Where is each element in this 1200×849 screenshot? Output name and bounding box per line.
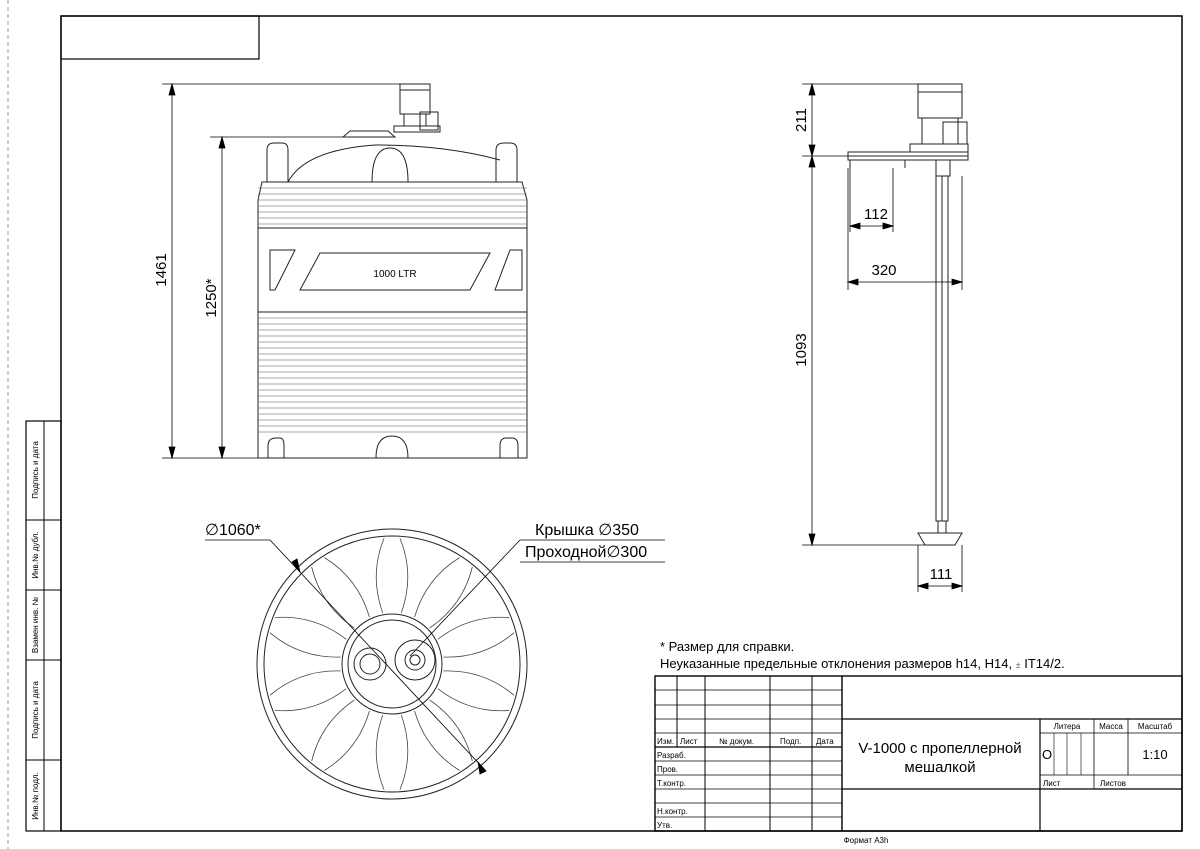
dim-diameter: ∅1060* [205, 522, 261, 539]
strip-label-sign-date-2: Подпись и дата [31, 681, 40, 739]
tb-title-line2: мешалкой [904, 759, 975, 776]
dim-motor-height: 211 [793, 108, 810, 132]
sheet-format: Формат A3h [844, 836, 889, 845]
note-reference: * Размер для справки. [660, 639, 794, 654]
dim-total-height: 1461 [153, 253, 170, 286]
tb-row-norm-control: Н.контр. [657, 807, 688, 816]
tb-row-checked: Пров. [657, 765, 678, 774]
lid-opening [353, 647, 387, 681]
tb-col-list: Лист [680, 737, 698, 746]
side-strip: Подпись и дата Инв.№ дубл. Взамен инв. №… [25, 420, 62, 832]
strip-label-sign-date: Подпись и дата [31, 441, 40, 499]
mixer-flange [847, 151, 969, 161]
tb-row-approved: Утв. [657, 821, 672, 830]
tb-mass-header: Масса [1099, 722, 1123, 731]
tb-col-date: Дата [816, 737, 834, 746]
strip-label-orig-inv: Инв.№ подл. [31, 772, 40, 820]
neck-circle [341, 613, 443, 715]
top-dimensions [205, 539, 665, 775]
tank-volume-label: 1000 LTR [373, 269, 416, 280]
tb-scale-value: 1:10 [1142, 747, 1167, 762]
strip-label-dup-inv: Инв.№ дубл. [31, 531, 40, 578]
passage-opening [394, 639, 436, 681]
mixer-propeller [917, 532, 963, 546]
tb-sheet-label: Лист [1043, 779, 1061, 788]
motor-junction-box [419, 111, 439, 131]
tb-title-line1: V-1000 с пропеллерной [858, 740, 1021, 757]
tank-body [257, 181, 528, 459]
tb-col-izm: Изм. [657, 737, 674, 746]
tb-row-tech-control: Т.контр. [657, 779, 686, 788]
motor-body [399, 83, 431, 115]
mixer-motor [917, 83, 963, 119]
tb-col-doc: № докум. [719, 737, 754, 746]
strip-label-replace-inv: Взамен инв. № [31, 596, 40, 653]
tb-scale-header: Масштаб [1138, 722, 1173, 731]
label-plate [299, 252, 491, 291]
note-tolerances: Неуказанные предельные отклонения размер… [660, 656, 1065, 671]
motor-gearbox [403, 113, 427, 127]
dim-flange: 112 [864, 206, 888, 223]
top-view [256, 528, 528, 800]
dim-propeller: 111 [930, 566, 953, 583]
front-dimensions [162, 82, 400, 460]
tb-litera-value: O [1042, 747, 1052, 762]
drawing-frame [60, 15, 1183, 832]
dim-tank-height: 1250* [203, 278, 220, 317]
dim-shaft-length: 1093 [793, 333, 810, 366]
label-band [257, 227, 528, 313]
mixer-terminal-box [942, 121, 968, 145]
top-left-box [60, 15, 260, 60]
tb-sheets-label: Листов [1100, 779, 1126, 788]
tb-row-developed: Разраб. [657, 751, 686, 760]
lid-label: Крышка ∅350 [535, 522, 639, 539]
top-view-ribs [269, 538, 515, 790]
lid [341, 130, 397, 138]
ribs-upper [258, 187, 527, 225]
tb-litera-header: Литера [1054, 722, 1081, 731]
passage-label: Проходной∅300 [525, 544, 647, 561]
tank-outline [256, 528, 528, 800]
ribs-lower [258, 317, 527, 433]
title-block [654, 675, 1183, 832]
side-dimensions [802, 82, 964, 592]
side-view [847, 83, 969, 546]
dim-span: 320 [871, 262, 896, 279]
tb-col-sign: Подп. [780, 737, 801, 746]
